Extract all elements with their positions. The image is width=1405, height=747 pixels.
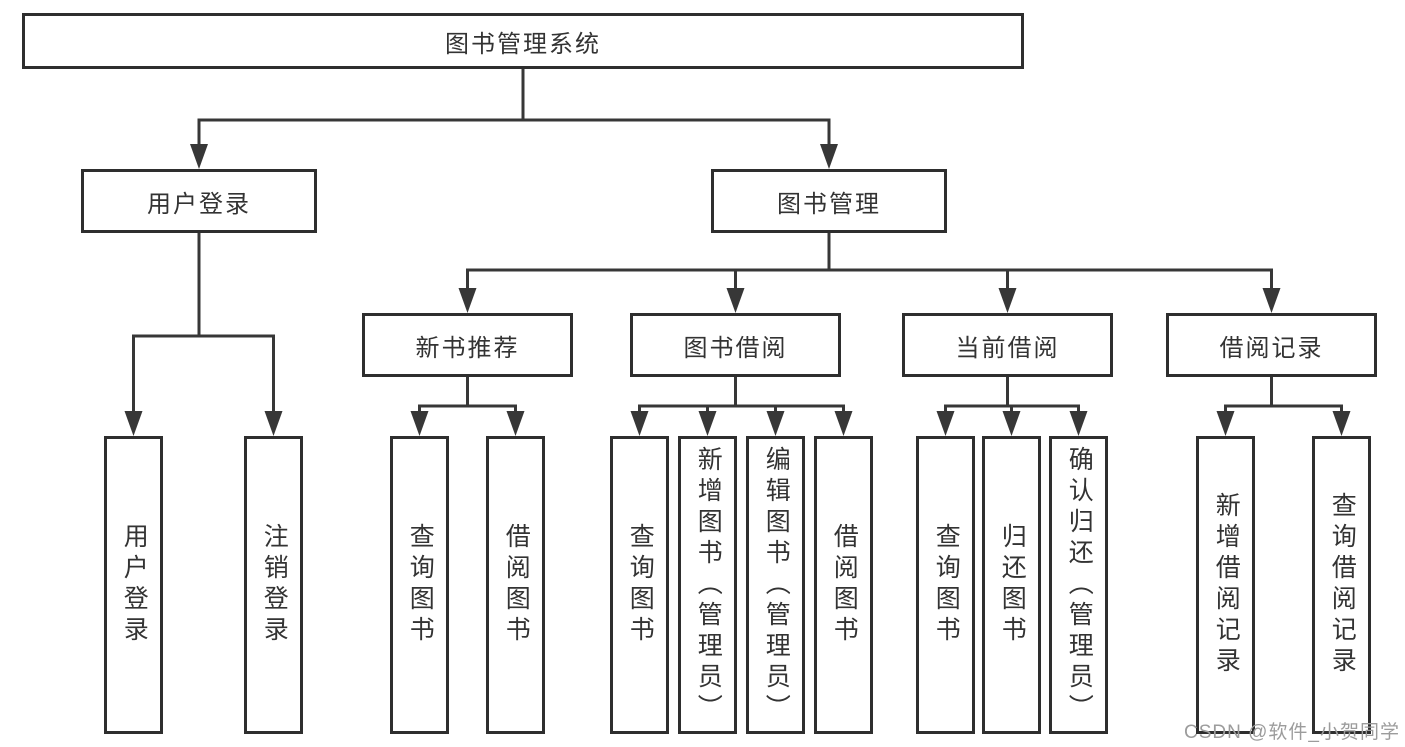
leaf-label: 编辑图书（管理员） <box>762 445 791 725</box>
node-library-management-system: 图书管理系统 <box>22 13 1024 69</box>
leaf-add-borrow-record: 新增借阅记录 <box>1196 436 1255 734</box>
node-book-management: 图书管理 <box>711 169 947 233</box>
leaf-label: 新增借阅记录 <box>1212 492 1241 678</box>
leaf-borrow-books-recommend: 借阅图书 <box>486 436 545 734</box>
node-label: 用户登录 <box>147 190 251 218</box>
leaf-edit-book-admin: 编辑图书（管理员） <box>746 436 805 734</box>
leaf-add-book-admin: 新增图书（管理员） <box>678 436 737 734</box>
leaf-label: 查询图书 <box>932 523 961 647</box>
node-borrow-records: 借阅记录 <box>1166 313 1377 377</box>
leaf-query-borrow-record: 查询借阅记录 <box>1312 436 1371 734</box>
leaf-label: 新增图书（管理员） <box>694 445 723 725</box>
node-book-borrow: 图书借阅 <box>630 313 841 377</box>
leaf-confirm-return-admin: 确认归还（管理员） <box>1049 436 1108 734</box>
node-user-login: 用户登录 <box>81 169 317 233</box>
leaf-label: 查询图书 <box>406 523 435 647</box>
node-label: 借阅记录 <box>1219 334 1324 362</box>
leaf-label: 借阅图书 <box>502 523 531 647</box>
leaf-label: 查询图书 <box>626 523 655 647</box>
leaf-label: 确认归还（管理员） <box>1065 445 1094 725</box>
leaf-query-books-recommend: 查询图书 <box>390 436 449 734</box>
leaf-query-books-borrow: 查询图书 <box>610 436 669 734</box>
node-label: 新书推荐 <box>415 334 520 362</box>
leaf-user-login: 用户登录 <box>104 436 163 734</box>
node-label: 图书管理 <box>777 190 881 218</box>
leaf-logout: 注销登录 <box>244 436 303 734</box>
leaf-label: 借阅图书 <box>830 523 859 647</box>
node-label: 图书借阅 <box>683 334 788 362</box>
leaf-query-books-current: 查询图书 <box>916 436 975 734</box>
node-new-book-recommend: 新书推荐 <box>362 313 573 377</box>
node-label: 当前借阅 <box>955 334 1060 362</box>
leaf-borrow-books: 借阅图书 <box>814 436 873 734</box>
leaf-label: 查询借阅记录 <box>1328 492 1357 678</box>
node-current-borrow: 当前借阅 <box>902 313 1113 377</box>
node-label: 图书管理系统 <box>445 30 601 58</box>
leaf-label: 用户登录 <box>120 523 149 647</box>
leaf-label: 归还图书 <box>998 523 1027 647</box>
leaf-return-book: 归还图书 <box>982 436 1041 734</box>
watermark: CSDN @软件_小贺同学 <box>1184 722 1400 743</box>
leaf-label: 注销登录 <box>260 523 289 647</box>
